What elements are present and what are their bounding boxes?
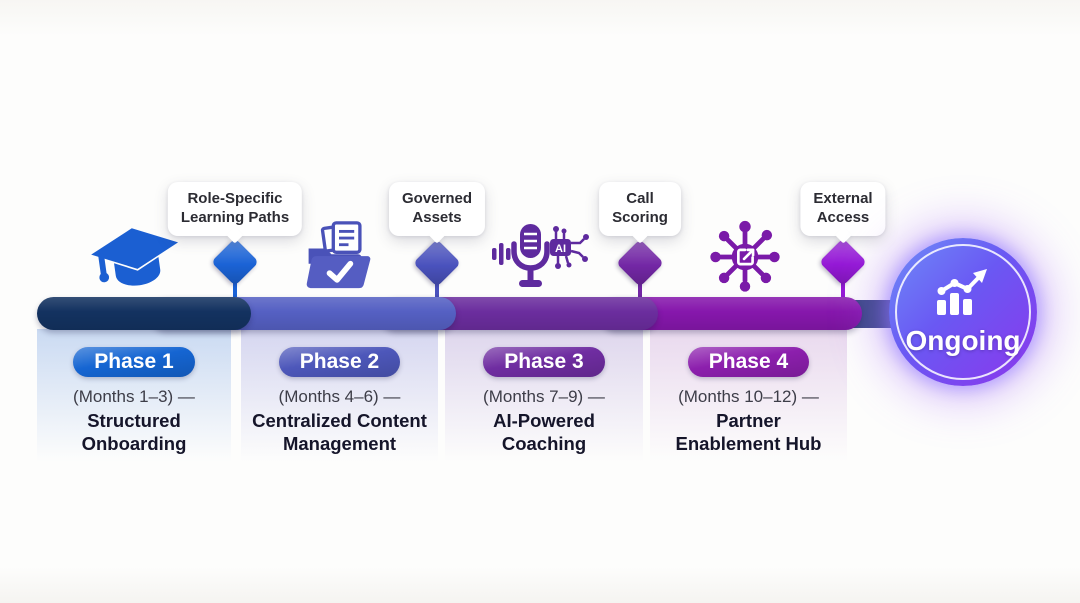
phase-months: (Months 1–3) — <box>73 387 195 406</box>
graduation-cap-icon <box>85 218 190 313</box>
milestone-callout: Call Scoring <box>599 182 681 236</box>
ongoing-label: Ongoing <box>905 325 1021 356</box>
phase-title: Partner Enablement Hub <box>675 410 822 455</box>
phase-months: (Months 7–9) — <box>483 387 605 406</box>
ongoing-badge: Ongoing <box>889 238 1037 386</box>
milestone-diamond <box>818 237 868 287</box>
phase-badge: Phase 3 <box>483 347 605 377</box>
ai-microphone-icon: AI <box>490 222 594 301</box>
phase-panel-3: Phase 3 (Months 7–9) — AI-Powered Coachi… <box>445 329 643 462</box>
milestone-stem <box>233 272 237 300</box>
phase-panel-4: Phase 4 (Months 10–12) — Partner Enablem… <box>650 329 847 462</box>
phase-title: Structured Onboarding <box>81 410 187 455</box>
milestone-stem <box>841 272 845 300</box>
network-hub-icon <box>707 218 783 301</box>
milestone-stem <box>435 273 439 300</box>
milestone-callout: Governed Assets <box>388 182 486 236</box>
milestone-callout: External Access <box>800 182 886 236</box>
timeline-segment-1 <box>37 297 251 330</box>
phase-months: (Months 10–12) — <box>678 387 819 406</box>
milestone-diamond <box>615 238 665 288</box>
ai-chip-label: AI <box>555 243 566 255</box>
phase-panel-2: Phase 2 (Months 4–6) — Centralized Conte… <box>241 329 438 462</box>
phase-badge: Phase 4 <box>687 347 810 377</box>
milestone-diamond <box>210 237 260 287</box>
growth-chart-icon <box>930 267 996 324</box>
phase-badge: Phase 1 <box>73 347 195 377</box>
phase-badge: Phase 2 <box>278 347 401 377</box>
phase-months: (Months 4–6) — <box>278 387 401 406</box>
milestone-stem <box>638 273 642 300</box>
milestone-diamond <box>412 238 462 288</box>
folder-check-icon <box>301 220 377 301</box>
phase-panel-1: Phase 1 (Months 1–3) — Structured Onboar… <box>37 329 231 462</box>
milestone-callout: Role-Specific Learning Paths <box>167 182 303 236</box>
phase-title: AI-Powered Coaching <box>493 410 595 455</box>
phase-title: Centralized Content Management <box>252 410 427 455</box>
